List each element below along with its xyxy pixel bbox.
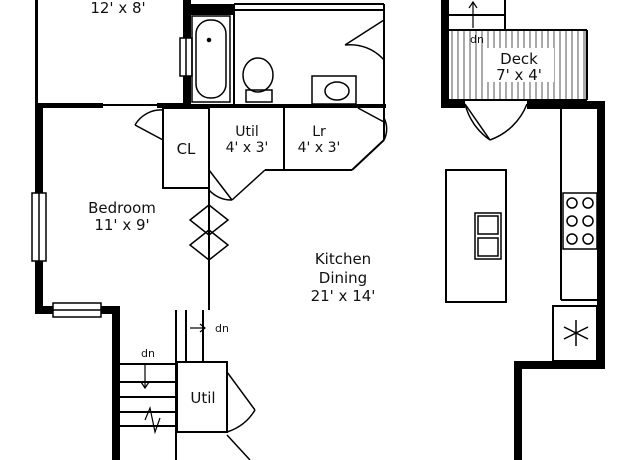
laundry-dims: 4' x 3' [298, 140, 341, 156]
bathtub-icon [191, 15, 231, 103]
deck-dims: 7' x 4' [496, 66, 542, 84]
deck-stair-dn: dn [470, 33, 484, 46]
double-sink-icon [474, 212, 502, 260]
kitchen-dims: 21' x 14' [311, 287, 376, 305]
refrigerator-icon [563, 320, 589, 346]
doors [134, 19, 528, 460]
util-dims: 4' x 3' [226, 140, 269, 156]
windows [31, 37, 193, 318]
deck-label-backdrop [484, 48, 554, 82]
kitchen-name-line2: Dining [319, 269, 367, 287]
stair-arrows [140, 0, 478, 435]
bedroom-name: Bedroom [88, 199, 156, 217]
top-room-dims: 12' x 8' [90, 0, 145, 17]
stair-dn: dn [141, 347, 155, 360]
util-name: Util [235, 124, 259, 140]
kitchen-name-line1: Kitchen [315, 250, 371, 268]
sink-icon [311, 75, 357, 105]
bedroom-dims: 11' x 9' [94, 216, 149, 234]
hall-stair-dn: dn [215, 322, 229, 335]
toilet-icon [242, 57, 274, 103]
closet-name: CL [177, 140, 196, 158]
deck-frame [449, 29, 588, 101]
deck-name: Deck [500, 50, 538, 68]
stove-icon [562, 192, 598, 250]
lower-util-name: Util [190, 389, 215, 407]
laundry-name: Lr [312, 124, 326, 140]
